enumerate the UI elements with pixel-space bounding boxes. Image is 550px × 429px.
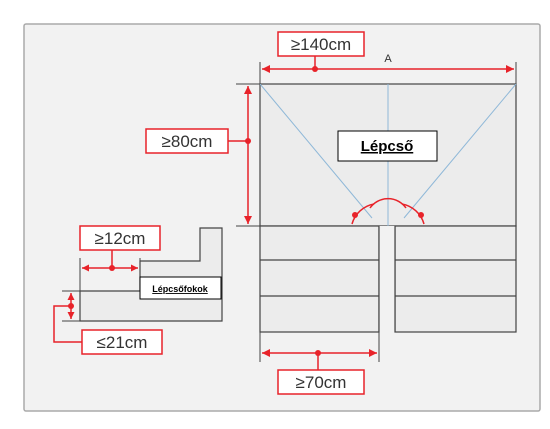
- width-label-box: [277, 31, 365, 57]
- flight-right: [394, 225, 517, 333]
- riser-dot: [68, 303, 74, 309]
- depth-dot: [245, 138, 251, 144]
- tread-arrow-left: [82, 264, 89, 272]
- riser-arrow-bottom: [67, 312, 75, 319]
- flight-label: ≥70cm: [296, 373, 347, 392]
- angle-arc-right: [401, 203, 425, 225]
- angle-dot-left: [352, 212, 358, 218]
- stair-title-group: Lépcső: [337, 130, 438, 162]
- width-arrow-right: [506, 65, 514, 73]
- width-arrow-left: [262, 65, 270, 73]
- stair-title: Lépcső: [361, 138, 414, 155]
- steps-title-box: [139, 276, 222, 300]
- depth-label-box: [145, 128, 229, 154]
- flight-dot: [315, 350, 321, 356]
- tread-dimension: ≥12cm: [79, 225, 161, 291]
- point-a-label: A: [384, 53, 392, 65]
- riser-label: ≤21cm: [97, 333, 148, 352]
- landing-top-view: [259, 83, 517, 333]
- angle-dot-right: [418, 212, 424, 218]
- flight-width-dimension: ≥70cm: [259, 332, 380, 395]
- steps-title-group: Lépcsőfokok: [139, 276, 222, 300]
- flight-arrow-left: [262, 349, 270, 357]
- steps-title: Lépcsőfokok: [152, 284, 209, 294]
- depth-label: ≥80cm: [162, 132, 213, 151]
- depth-arrow-top: [244, 86, 252, 94]
- riser-label-box: [81, 329, 163, 355]
- flight-label-box: [277, 369, 365, 395]
- riser-arrow-top: [67, 293, 75, 300]
- riser-leader: [53, 305, 82, 343]
- landing-diagonal-left: [259, 83, 373, 219]
- flight-gap: [379, 226, 395, 332]
- depth-arrow-bottom: [244, 216, 252, 224]
- tread-arrow-right: [131, 264, 138, 272]
- riser-dimension: ≤21cm: [53, 290, 163, 355]
- flight-arrow-right: [369, 349, 377, 357]
- angle-arc-left: [351, 203, 375, 225]
- flight-left: [259, 225, 380, 333]
- width-dimension: ≥140cm A: [259, 31, 517, 84]
- landing-diagonal-right: [403, 83, 517, 219]
- stair-title-box: [337, 130, 438, 162]
- tread-label-box: [79, 225, 161, 251]
- tread-label: ≥12cm: [95, 229, 146, 248]
- width-label: ≥140cm: [291, 35, 351, 54]
- tread-dot: [109, 265, 115, 271]
- depth-dimension: ≥80cm: [145, 83, 260, 227]
- width-dot: [312, 66, 318, 72]
